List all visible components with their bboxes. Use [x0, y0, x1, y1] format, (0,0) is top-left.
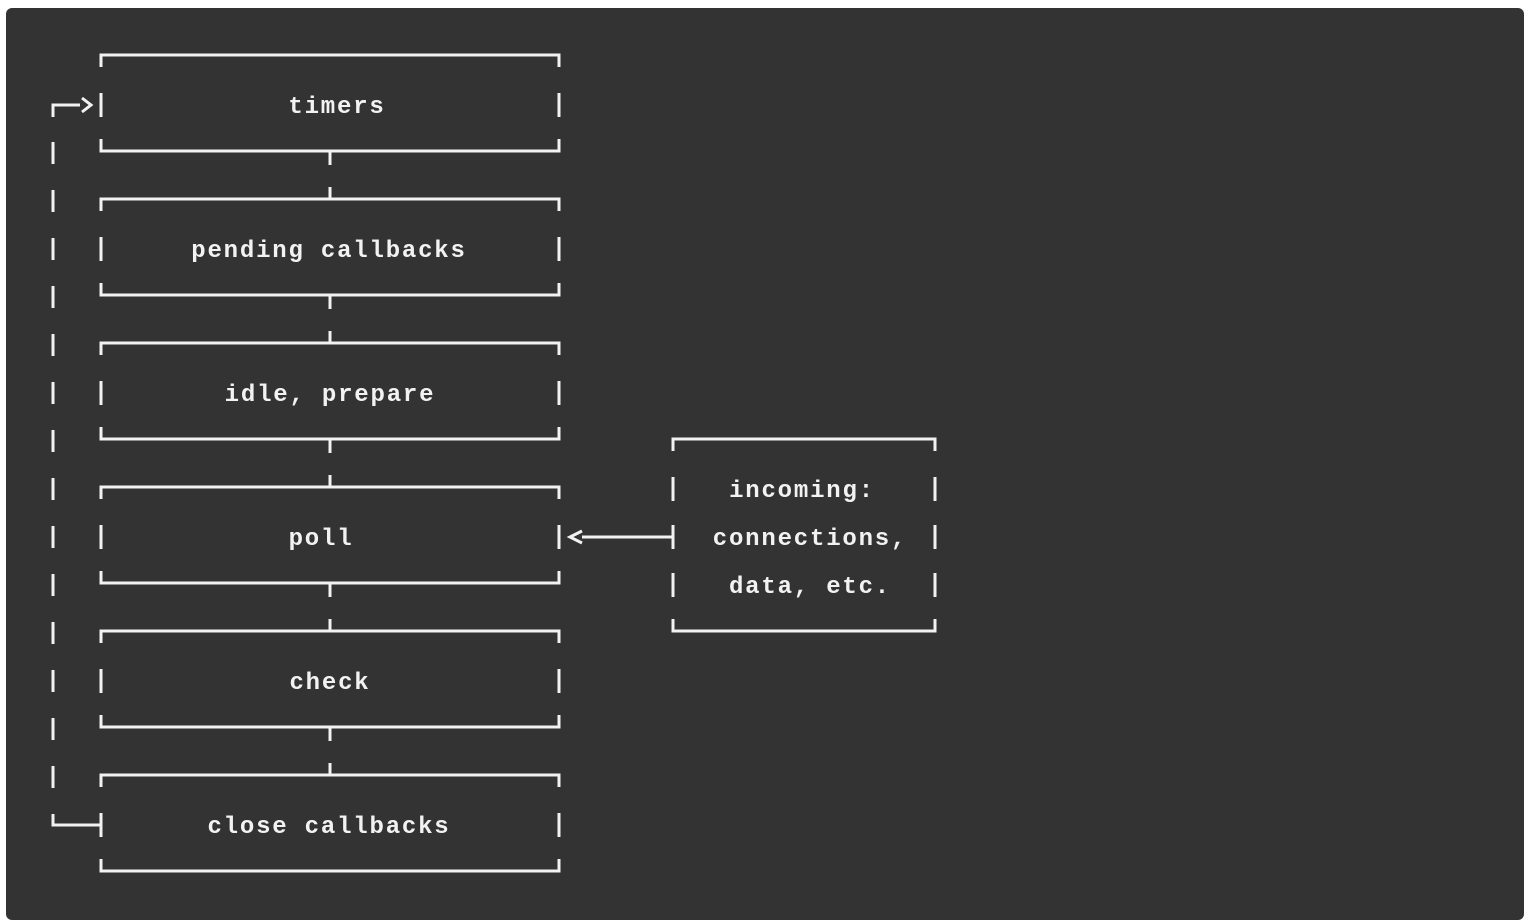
phase-box-3-bottom-edge: [99, 571, 561, 585]
incoming-label-line2: connections,: [713, 526, 907, 553]
loop-arrow-corner: [51, 103, 80, 117]
phase-box-1-bottom-edge: [99, 283, 561, 297]
phase-label-pending-callbacks: pending callbacks: [191, 238, 466, 265]
loop-line-corner: [51, 814, 101, 827]
phase-box-0-bottom-edge: [99, 139, 561, 153]
incoming-label-line3: data, etc.: [729, 574, 891, 601]
incoming-label-line1: incoming:: [729, 478, 875, 505]
phase-box-2-bottom-edge: [99, 427, 561, 441]
phase-box-4-bottom-edge: [99, 715, 561, 729]
phase-label-poll: poll: [289, 526, 354, 553]
diagram-panel: [6, 8, 1524, 920]
incoming-box-top-edge: [671, 437, 937, 451]
loop-arrow-head-icon: [81, 96, 94, 114]
phase-label-close-callbacks: close callbacks: [207, 814, 450, 841]
incoming-arrow-head-icon: [566, 529, 583, 545]
phase-box-2-top-edge: [99, 341, 561, 355]
phase-label-timers: timers: [288, 94, 385, 121]
phase-box-5-bottom-edge: [99, 859, 561, 873]
phase-box-5-top-edge: [99, 773, 561, 787]
incoming-box-bottom-edge: [671, 619, 937, 633]
phase-box-1-top-edge: [99, 197, 561, 211]
phase-box-3-top-edge: [99, 485, 561, 499]
phase-label-check: check: [289, 670, 370, 697]
phase-label-idle-prepare: idle, prepare: [225, 382, 436, 409]
phase-box-0-top-edge: [99, 53, 561, 67]
phase-box-4-top-edge: [99, 629, 561, 643]
